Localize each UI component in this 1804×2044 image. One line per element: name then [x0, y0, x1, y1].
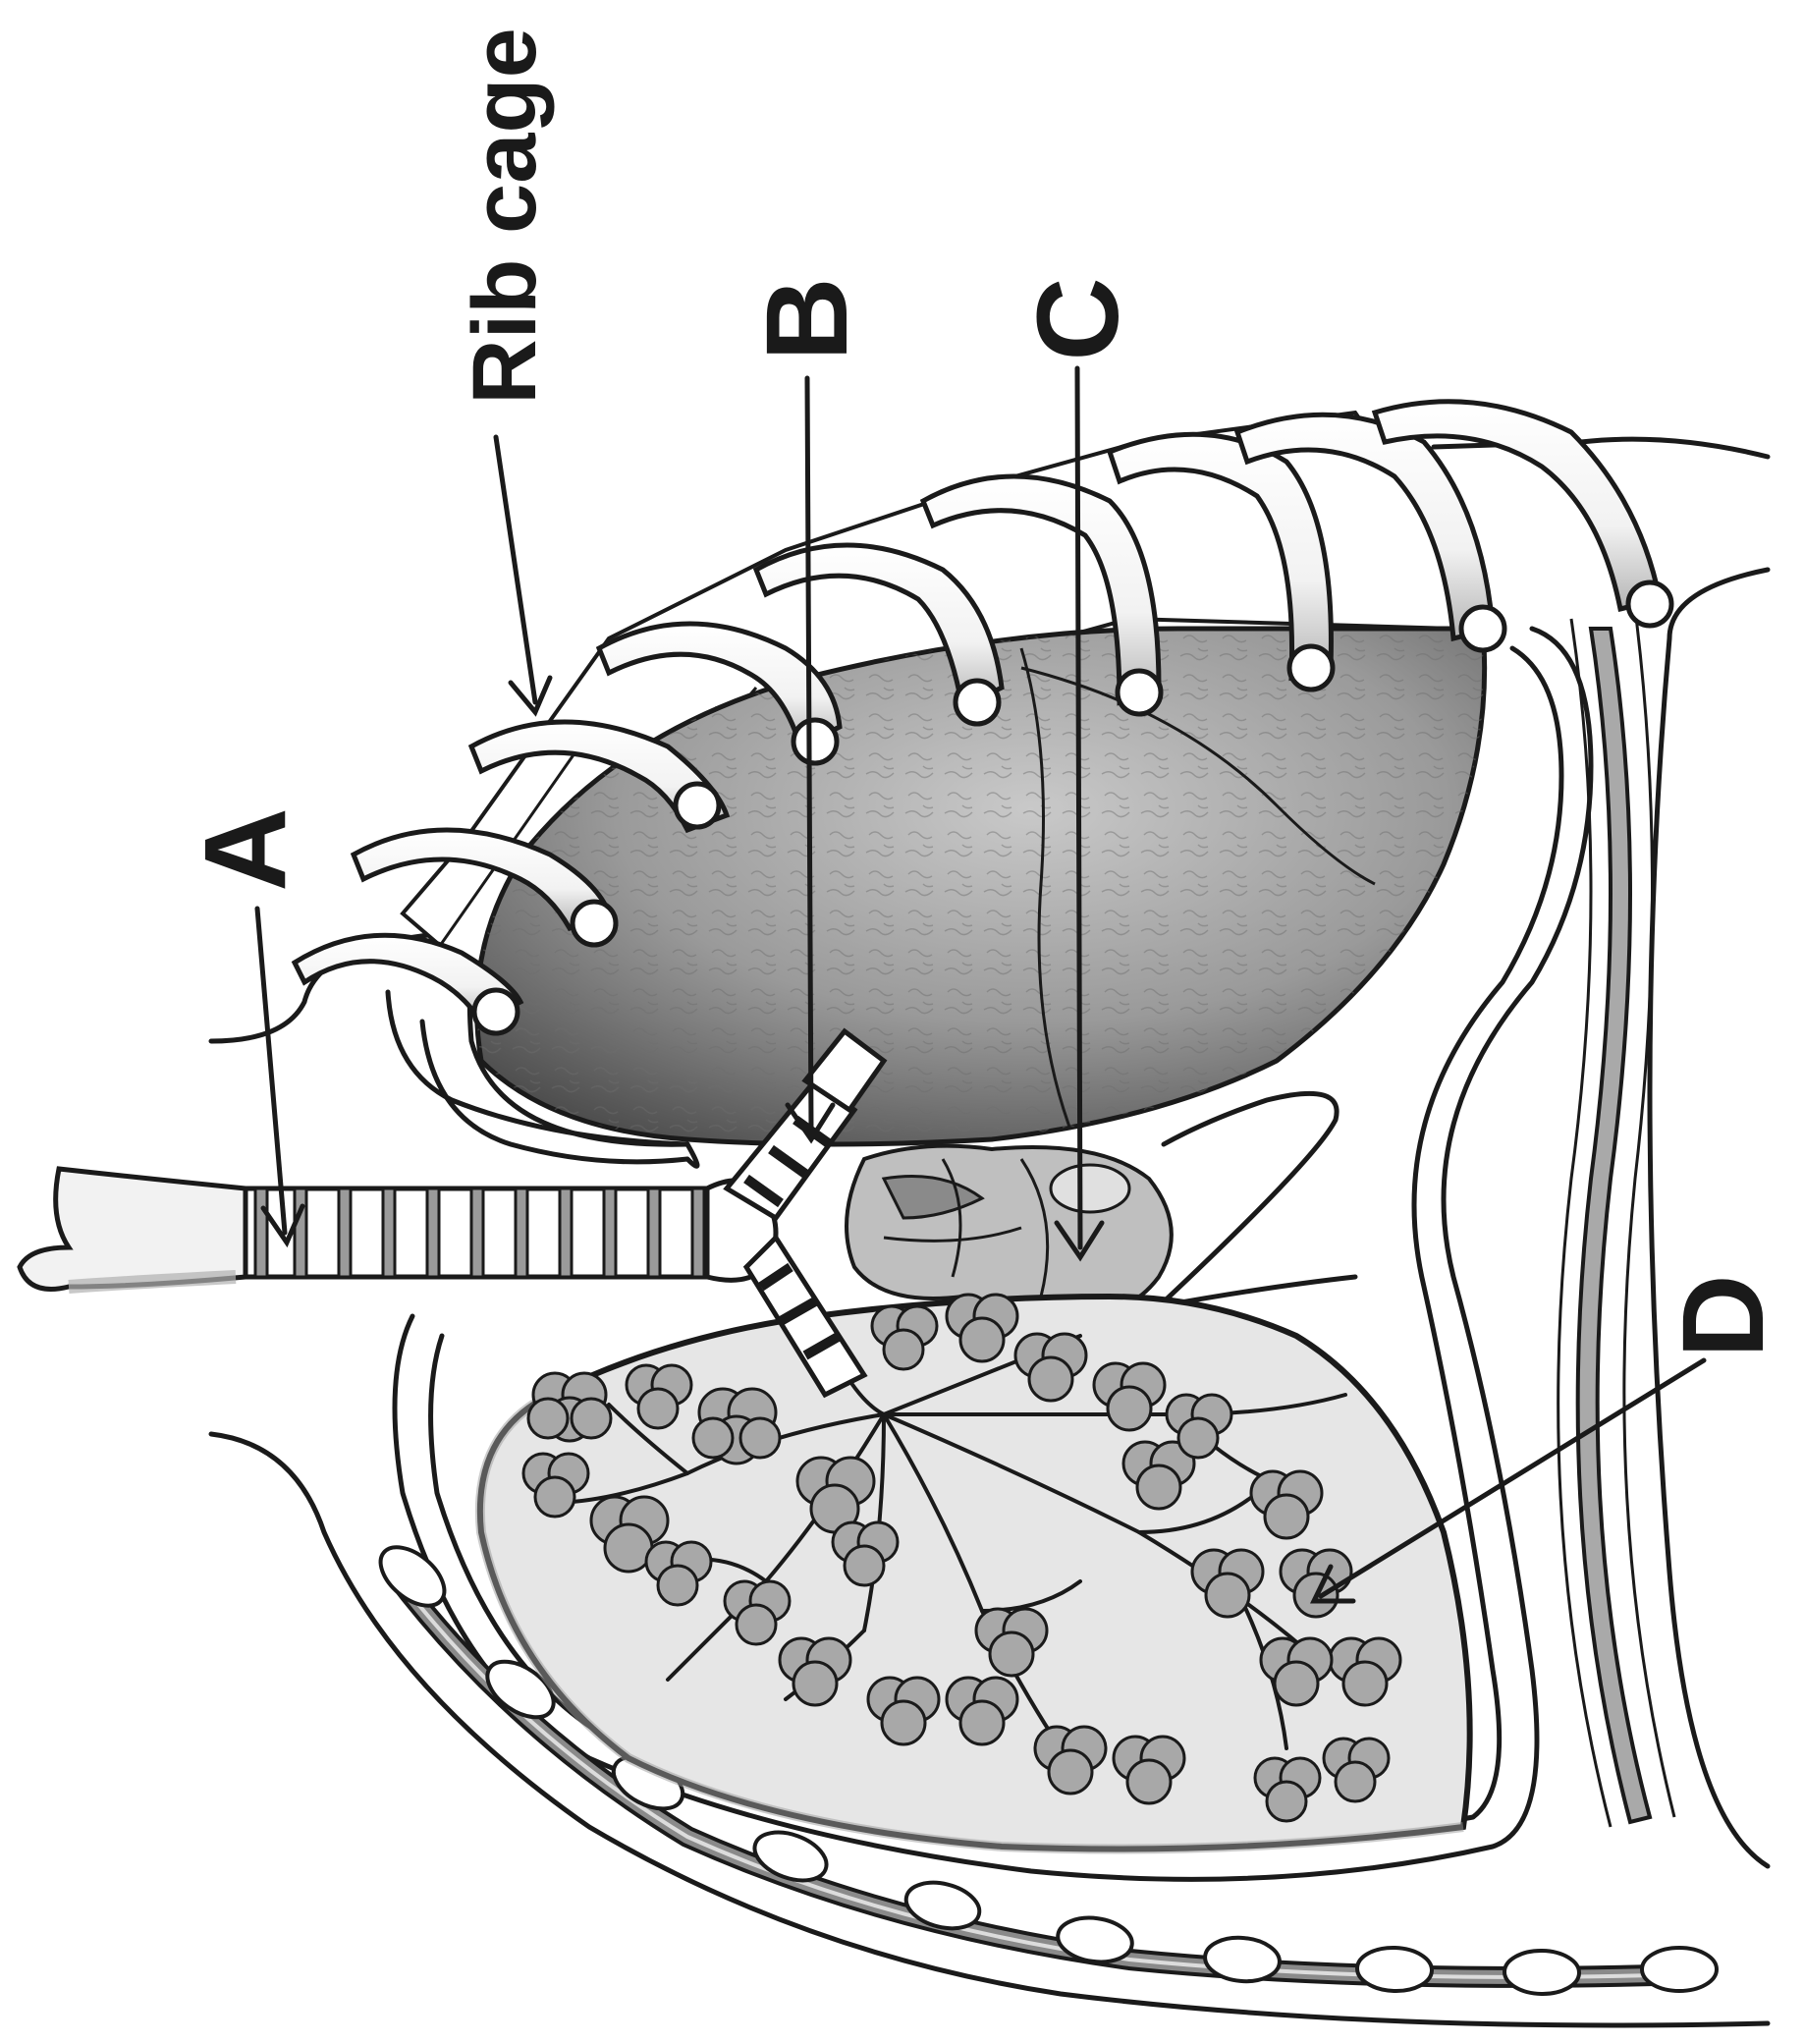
alveoli-cluster	[528, 1373, 611, 1441]
label-b: B	[742, 277, 872, 360]
label-rib-cage: Rib cage	[455, 28, 555, 404]
heart	[847, 1146, 1172, 1314]
alveoli-cluster	[693, 1389, 780, 1464]
label-a: A	[181, 807, 310, 891]
label-c: C	[1013, 277, 1143, 360]
label-d: D	[1659, 1274, 1788, 1357]
arrow-rib-cage	[496, 437, 550, 712]
